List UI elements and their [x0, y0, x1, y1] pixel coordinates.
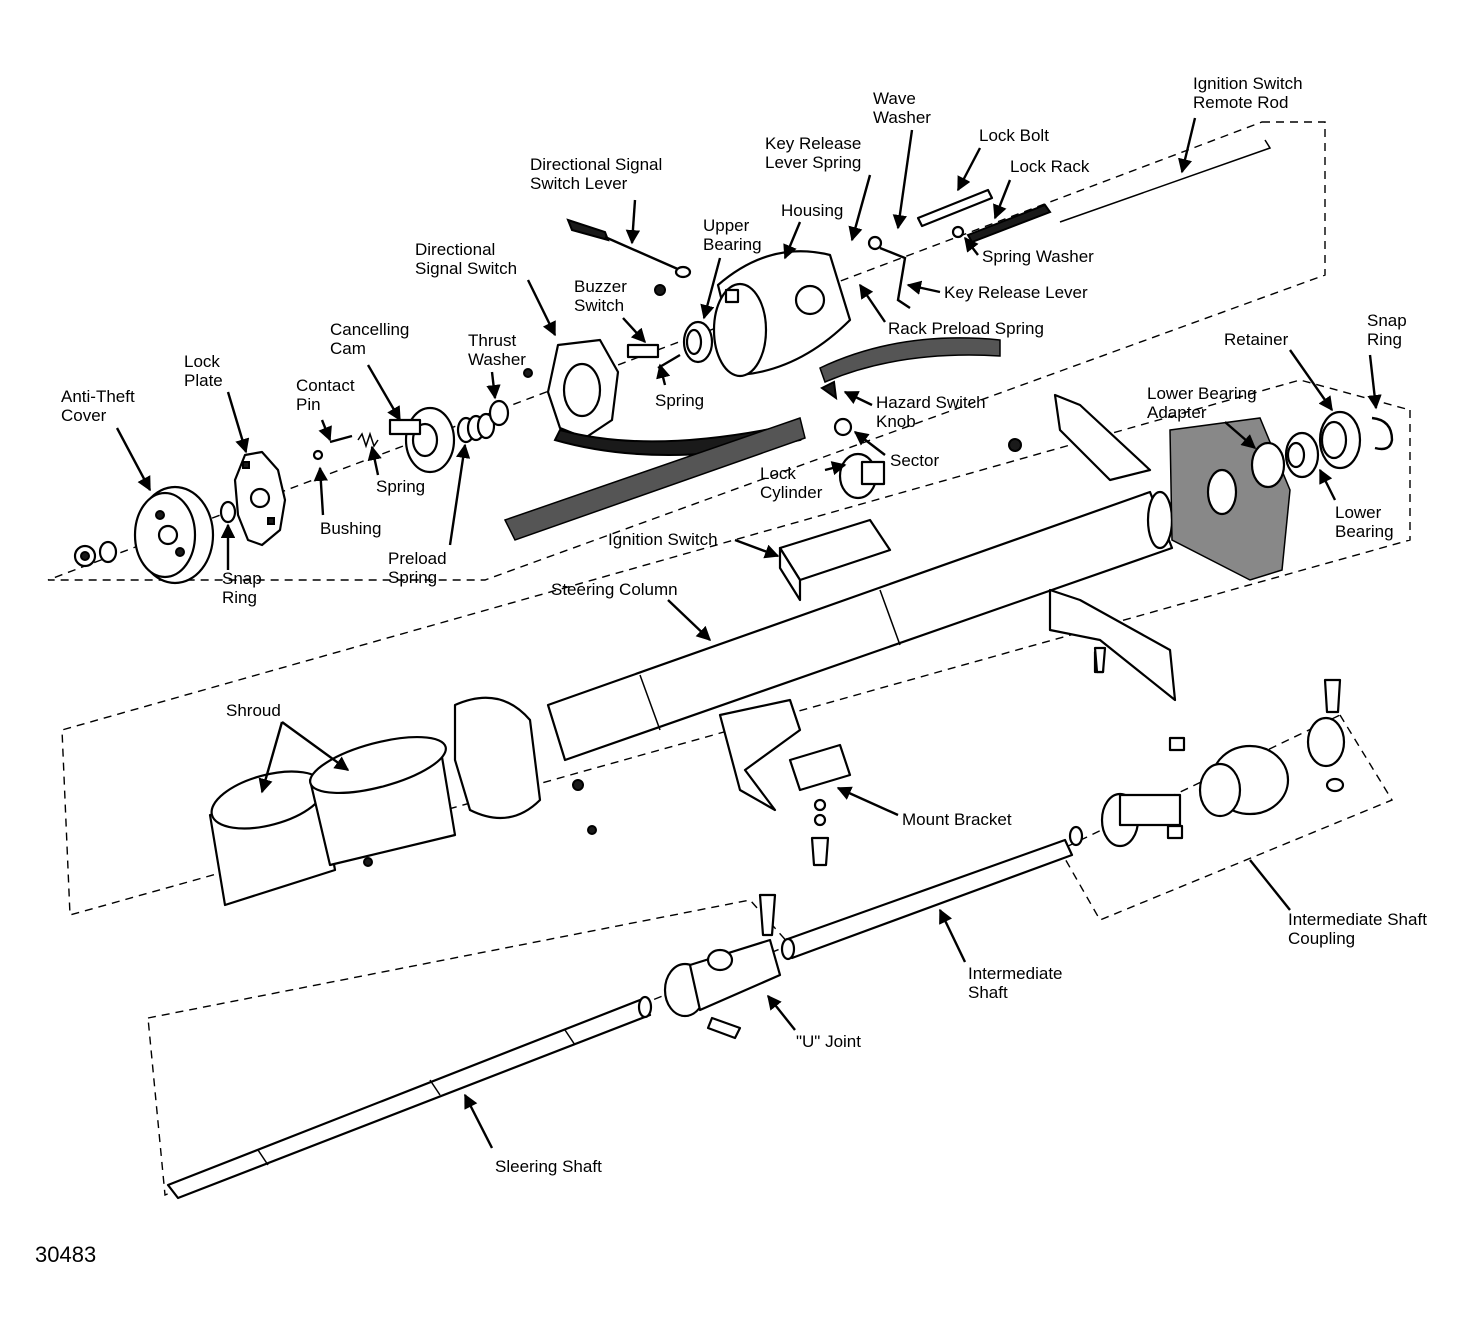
thrust-washer-part	[488, 399, 510, 427]
u-joint-part	[663, 893, 782, 1040]
intermediate-shaft-part	[780, 838, 1074, 961]
label-steering-shaft: Sleering Shaft	[495, 1157, 602, 1176]
mount-bracket-part	[718, 698, 852, 867]
rack-preload-spring-part	[819, 337, 1001, 384]
figure-number: 30483	[35, 1242, 96, 1267]
preload-spring-part	[456, 412, 496, 444]
lower-bearing-group	[1250, 410, 1394, 489]
intermediate-shaft-coupling-part	[1068, 678, 1346, 848]
shroud-part	[208, 735, 457, 907]
label-lock-rack: Lock Rack	[1010, 157, 1090, 176]
key-release-lever-part	[879, 246, 911, 309]
label-spring-washer: Spring Washer	[982, 247, 1094, 266]
snap-ring-part	[219, 500, 237, 524]
label-bushing: Bushing	[320, 519, 381, 538]
buzzer-switch-part	[626, 343, 660, 359]
label-ignition-switch: Ignition Switch	[608, 530, 718, 549]
wave-washer-part	[867, 235, 883, 251]
lower-cover-part	[453, 696, 542, 820]
contact-pin-part	[312, 431, 379, 461]
label-spring-1: Spring	[655, 391, 704, 410]
wire-harness-part	[503, 417, 806, 541]
leader-lines	[115, 117, 1382, 1149]
gasket-part	[1169, 417, 1291, 581]
signal-lever-part	[566, 218, 692, 279]
parts	[73, 139, 1394, 1200]
steering-shaft-part	[166, 995, 653, 1200]
ignition-switch-part	[778, 518, 892, 602]
label-spring-2: Spring	[376, 477, 425, 496]
label-shroud: Shroud	[226, 701, 281, 720]
label-lock-bolt: Lock Bolt	[979, 126, 1049, 145]
remote-rod-part	[1059, 139, 1272, 223]
sector-part	[833, 417, 853, 437]
label-rack-preload-spring: Rack Preload Spring	[888, 319, 1044, 338]
label-mount-bracket: Mount Bracket	[902, 810, 1012, 829]
label-retainer: Retainer	[1224, 330, 1289, 349]
spring-washer-part	[951, 225, 965, 239]
lock-plate-part	[233, 450, 287, 547]
anti-theft-cover-part	[73, 485, 215, 585]
steering-column-part	[546, 490, 1174, 762]
label-sector: Sector	[890, 451, 939, 470]
lock-rack-part	[966, 203, 1052, 244]
label-u-joint: "U" Joint	[796, 1032, 861, 1051]
lock-bolt-part	[916, 188, 994, 228]
upper-bracket-part	[1053, 393, 1152, 482]
upper-bearing-part	[682, 320, 714, 364]
housing-part	[712, 250, 852, 378]
label-key-release-lever: Key Release Lever	[944, 283, 1088, 302]
label-housing: Housing	[781, 201, 843, 220]
label-steering-column: Steering Column	[551, 580, 678, 599]
hazard-switch-knob-part	[820, 380, 838, 401]
lower-bracket-part	[1048, 588, 1177, 702]
lock-cylinder-part	[838, 452, 886, 500]
cancelling-cam-part	[388, 406, 456, 474]
